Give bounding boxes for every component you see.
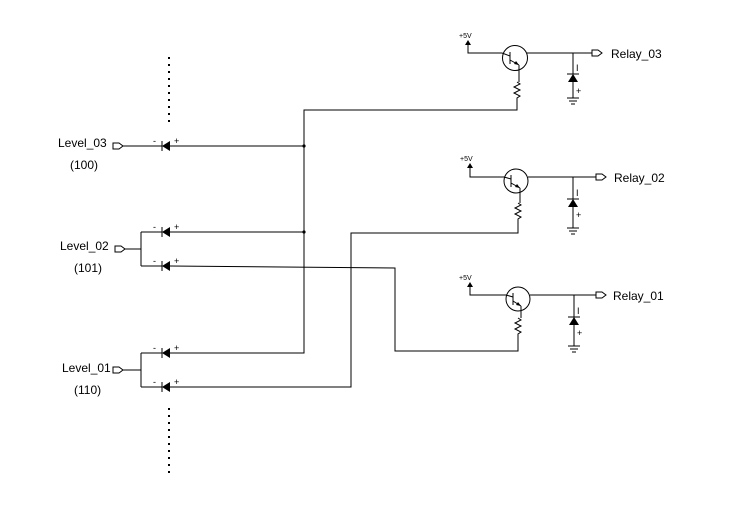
relay-02-driver: +5V I + Relay_02 bbox=[460, 156, 665, 235]
relay-03-label: Relay_03 bbox=[611, 47, 662, 61]
svg-text:I: I bbox=[577, 306, 580, 316]
svg-text:-: - bbox=[153, 256, 156, 266]
svg-text:+5V: +5V bbox=[459, 275, 472, 282]
svg-text:-: - bbox=[153, 343, 156, 353]
junction-dot bbox=[302, 230, 306, 234]
relay-03-driver: +5V I + Relay_03 bbox=[459, 33, 662, 105]
svg-text:+5V: +5V bbox=[460, 156, 473, 163]
flyback-diode-d2 bbox=[568, 199, 578, 207]
diode-level02-a: - + bbox=[153, 222, 179, 237]
level-02-code: (101) bbox=[74, 261, 102, 275]
level-03-label: Level_03 bbox=[58, 136, 107, 150]
junction-dot bbox=[302, 144, 306, 148]
svg-text:+: + bbox=[576, 210, 581, 220]
level-03-code: (100) bbox=[70, 158, 98, 172]
wire-to-relay-03 bbox=[170, 104, 518, 354]
svg-text:-: - bbox=[153, 377, 156, 387]
transistor-q3 bbox=[502, 45, 528, 71]
svg-text:+5V: +5V bbox=[459, 33, 472, 40]
resistor-r3 bbox=[512, 81, 522, 104]
svg-text:+: + bbox=[577, 328, 582, 338]
diode-level01-a: - + bbox=[153, 343, 179, 358]
svg-text:+: + bbox=[174, 222, 179, 232]
resistor-r1 bbox=[513, 317, 523, 340]
level-02-port bbox=[114, 245, 126, 253]
svg-text:-: - bbox=[153, 136, 156, 146]
svg-text:+: + bbox=[174, 343, 179, 353]
input-level-01: Level_01 (110) bbox=[62, 352, 162, 397]
input-level-03: Level_03 (100) bbox=[58, 136, 162, 172]
diode-level01-b: - + bbox=[153, 377, 179, 392]
level-01-code: (110) bbox=[74, 383, 101, 397]
flyback-diode-d1 bbox=[569, 317, 579, 325]
svg-text:I: I bbox=[576, 188, 579, 198]
diode-level02-b: - + bbox=[153, 256, 179, 271]
level-01-label: Level_01 bbox=[62, 361, 111, 375]
relay-01-label: Relay_01 bbox=[613, 289, 664, 303]
wire-to-relay-01 bbox=[169, 265, 519, 352]
flyback-diode-d3 bbox=[568, 74, 578, 82]
svg-text:+: + bbox=[174, 377, 179, 387]
relay-02-label: Relay_02 bbox=[614, 171, 665, 185]
wire-to-relay-02 bbox=[170, 225, 519, 388]
svg-text:+: + bbox=[174, 256, 179, 266]
transistor-q1 bbox=[505, 286, 531, 312]
transistor-q2 bbox=[503, 168, 529, 194]
input-level-02: Level_02 (101) bbox=[60, 231, 162, 275]
svg-text:I: I bbox=[576, 63, 579, 73]
level-01-port bbox=[112, 366, 124, 374]
svg-text:-: - bbox=[153, 222, 156, 232]
level-02-label: Level_02 bbox=[60, 239, 109, 253]
level-03-port bbox=[112, 142, 124, 150]
relay-01-driver: +5V I + Relay_01 bbox=[459, 275, 664, 353]
svg-text:+: + bbox=[576, 86, 581, 96]
resistor-r2 bbox=[513, 202, 523, 225]
diode-level03-a: - + bbox=[153, 136, 179, 151]
svg-text:+: + bbox=[174, 136, 179, 146]
